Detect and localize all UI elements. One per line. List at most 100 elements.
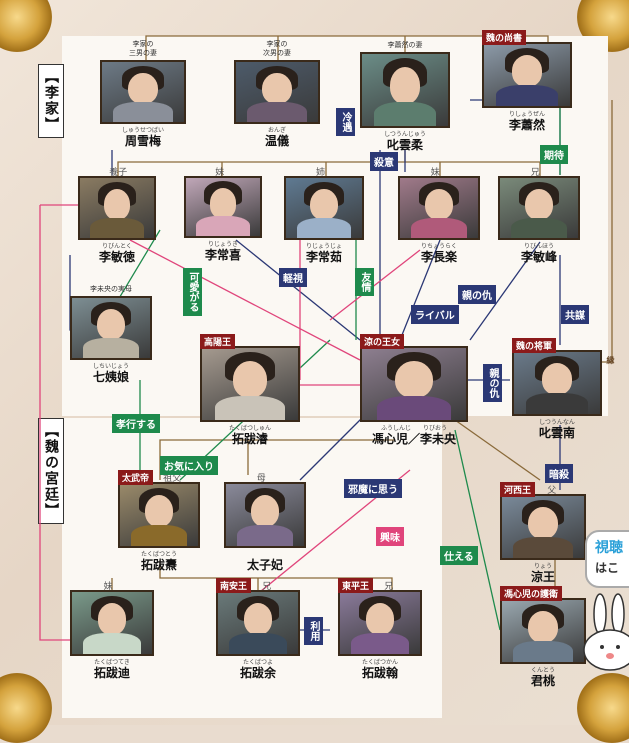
character-name: 太子妃 [246, 558, 284, 572]
character-title-tag: 河西王 [500, 482, 536, 497]
family-line-top [145, 35, 549, 60]
character-portrait [78, 176, 156, 240]
character-name: 七姨娘 [92, 370, 130, 384]
arrow-chouyou [469, 241, 541, 341]
character-name-reading: たくばつかん [361, 659, 399, 666]
label-shiyong: 利用 [304, 617, 323, 645]
label-lengyu: 冷遇 [336, 108, 355, 136]
character-relation-tag: 母 [256, 474, 266, 484]
character-name: 拓跋余 [239, 666, 277, 680]
character-title-tag: 高陽王 [200, 334, 236, 349]
character-name-reading: りじょうき [207, 241, 239, 248]
character-portrait [200, 346, 300, 422]
character-caption: 李家の三男の妻 [129, 40, 157, 57]
label-shayi: 殺意 [370, 152, 398, 171]
character-name: 拓跋濬 [231, 432, 269, 446]
label-ansha: 暗殺 [545, 464, 573, 483]
character-title-tag: 魏の将軍 [512, 338, 557, 353]
character-portrait [498, 176, 580, 240]
character-portrait [500, 494, 586, 560]
character-title-tag: 南安王 [216, 578, 252, 593]
character-name: 拓跋燾 [140, 558, 178, 572]
character-relation-tag: 姉 [316, 168, 326, 178]
character-title-tag: 東平王 [338, 578, 374, 593]
character-name-reading: くんとう [530, 667, 556, 674]
character-portrait [500, 598, 586, 664]
character-portrait [70, 296, 152, 360]
arrow-rival [399, 239, 441, 341]
character-portrait [360, 346, 468, 422]
label-youqing: 友情 [355, 268, 374, 296]
promo-bubble[interactable]: 視聴 はこ [585, 530, 629, 588]
rabbit-mascot-icon [583, 593, 629, 671]
family-line-liang [454, 419, 541, 481]
label-okini: お気に入り [160, 456, 218, 475]
label-shieru: 仕える [440, 546, 478, 565]
character-portrait [338, 590, 422, 656]
character-caption: 李未央の実母 [90, 285, 132, 293]
character-name-reading: りじょうじょ [305, 243, 343, 250]
character-name: 周雪梅 [124, 134, 162, 148]
character-title-tag: 太武帝 [118, 470, 154, 485]
character-portrait [482, 42, 572, 108]
character-portrait [70, 590, 154, 656]
character-portrait [234, 60, 320, 124]
character-name: 涼王 [530, 570, 556, 584]
character-name-reading: しつうんなん [539, 419, 575, 426]
character-portrait [360, 52, 450, 128]
character-name-reading: たくばつとう [140, 551, 178, 558]
character-name: 馮心児／李未央 [371, 432, 457, 446]
character-portrait [224, 482, 306, 548]
character-relation-tag: 祖父 [163, 474, 182, 484]
character-title-tag: 涼の王女 [360, 334, 405, 349]
character-portrait [118, 482, 200, 548]
arrow-pink-cle [329, 249, 421, 321]
character-name: 叱雲南 [538, 426, 576, 440]
character-portrait [216, 590, 300, 656]
character-name-reading: しつうんじゅう [384, 131, 426, 138]
character-name: 温儀 [264, 134, 290, 148]
character-relation-tag: 妹 [430, 168, 440, 178]
group-label-li: 【李家】 [38, 64, 64, 138]
arrow-love-mind [129, 239, 361, 361]
character-portrait [398, 176, 480, 240]
character-relation-tag: 妹 [215, 168, 225, 178]
arrow-love-di [39, 205, 70, 641]
character-name-reading: たくばつよ [242, 659, 274, 666]
family-line-right [600, 100, 613, 363]
label-gongmou: 共謀 [561, 305, 589, 324]
arrow-shieru [454, 429, 501, 631]
label-rival: ライバル [411, 305, 459, 324]
label-qingshi: 軽視 [279, 268, 307, 287]
character-name: 君桃 [530, 674, 556, 688]
character-relation-tag: 兄 [384, 582, 394, 592]
label-xingwei: 興味 [376, 527, 404, 546]
label-jama: 邪魔に思う [344, 479, 402, 498]
arrow-jama [299, 409, 371, 481]
label-chouyou: 親の仇 [458, 285, 496, 304]
relationship-lines [39, 35, 613, 641]
character-relation-tag: 兄 [530, 168, 540, 178]
character-caption: 李家の次男の妻 [263, 40, 291, 57]
character-title-tag: 魏の尚書 [482, 30, 527, 45]
character-portrait [512, 350, 602, 416]
character-name-reading: たくばつしゅん [228, 425, 272, 432]
character-name: 叱雲柔 [386, 138, 424, 152]
label-chouyou2: 親の仇 [483, 364, 502, 402]
character-name-reading: りしょうぜん [508, 111, 546, 118]
label-qidai: 期待 [540, 145, 568, 164]
character-relation-tag: 養子 [109, 168, 128, 178]
character-portrait [184, 176, 262, 238]
character-name-reading: しちいじょう [92, 363, 130, 370]
promo-bubble-line2: はこ [595, 561, 620, 575]
label-yuan: 縁 [606, 356, 615, 364]
character-name: 李常茹 [305, 250, 343, 264]
character-name-reading: しゅうせつばい [121, 127, 165, 134]
character-portrait [284, 176, 364, 240]
character-name: 李長楽 [420, 250, 458, 264]
character-caption: 李蕭然の妻 [387, 41, 423, 49]
arrow-qingshi [235, 239, 361, 341]
character-name: 李蕭然 [508, 118, 546, 132]
character-title-tag: 馮心児の護衛 [500, 586, 563, 601]
